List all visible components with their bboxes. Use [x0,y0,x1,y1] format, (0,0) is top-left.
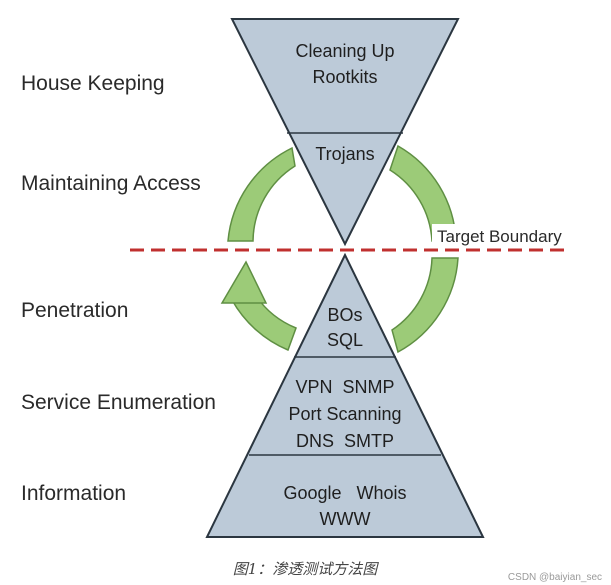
phase-label-information: Information [21,482,126,505]
bottom-triangle [205,252,485,538]
phase-label-penetration: Penetration [21,299,128,322]
phase-label-service-enumeration: Service Enumeration [21,391,216,414]
cycle-arrow-head [220,260,268,304]
figure-caption: 图1：渗透测试方法图 [233,560,380,578]
tier-lower-neck-line-1: BOs [327,305,362,325]
phase-label-house-keeping: House Keeping [21,72,165,95]
tier-middle-line-3: DNS SMTP [296,431,394,451]
target-boundary-label: Target Boundary [437,227,562,246]
cycle-arrow-right-lower [391,257,459,354]
tier-middle-line-1: VPN SNMP [295,377,394,397]
boundary-label-backdrop [432,224,580,244]
tier-lower-neck-line-2: SQL [327,330,363,350]
tier-upper-neck-line-1: Trojans [315,144,374,164]
tier-top-line-2: Rootkits [312,67,377,87]
csdn-watermark: CSDN @baiyian_sec [508,572,602,583]
cycle-arrow-left-lower [230,295,297,351]
tier-bottom-line-1: Google Whois [283,483,406,503]
cycle-arrow-left [227,146,296,242]
phase-label-maintaining-access: Maintaining Access [21,172,201,195]
tier-middle-line-2: Port Scanning [288,404,401,424]
tier-top-line-1: Cleaning Up [295,41,394,61]
top-triangle [230,18,460,247]
tier-bottom-line-2: WWW [320,509,371,529]
